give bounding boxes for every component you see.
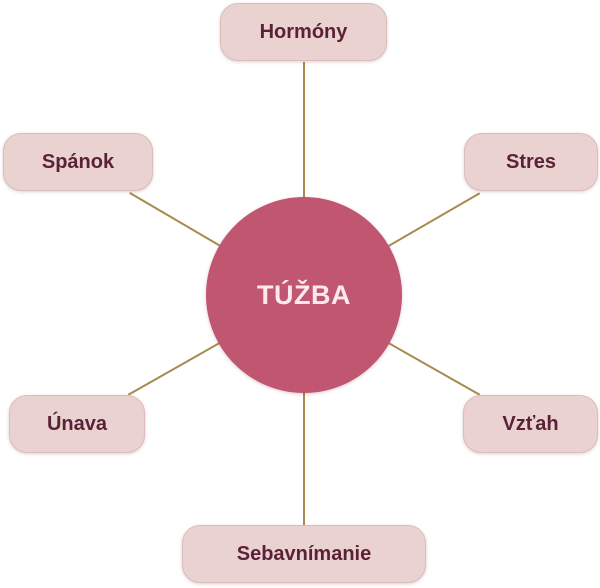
center-node: TÚŽBA [206,197,402,393]
node-spanok: Spánok [3,133,153,191]
center-node-label: TÚŽBA [257,279,351,310]
node-hormony: Hormóny [220,3,387,61]
node-sebavnimanie: Sebavnímanie [182,525,426,583]
node-spanok-label: Spánok [41,150,115,173]
node-hormony-label: Hormóny [259,20,348,43]
node-unava-label: Únava [46,412,108,435]
node-vztah: Vzťah [463,395,598,453]
node-stres-label: Stres [505,150,557,173]
node-unava: Únava [9,395,145,453]
node-stres: Stres [464,133,598,191]
node-vztah-label: Vzťah [502,412,559,435]
node-sebavnimanie-label: Sebavnímanie [236,542,372,565]
